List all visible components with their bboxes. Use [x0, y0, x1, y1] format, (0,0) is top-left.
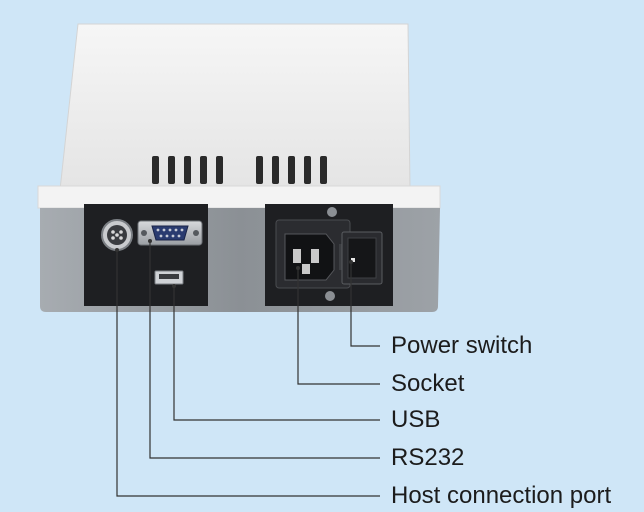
rs232-connector — [137, 220, 203, 246]
leader-power-switch — [350, 262, 380, 347]
vent-slots — [152, 156, 327, 184]
label-usb: USB — [391, 406, 441, 433]
housing-top — [59, 23, 411, 191]
host-connector — [101, 219, 133, 251]
leader-host-port — [116, 250, 380, 497]
leader-rs232 — [149, 241, 380, 459]
io-panel — [84, 204, 208, 306]
power-socket — [275, 207, 351, 301]
leader-usb — [173, 286, 380, 421]
usb-connector — [154, 270, 184, 285]
leader-socket — [297, 268, 380, 385]
label-rs232: RS232 — [391, 444, 465, 471]
label-host-port: Host connection port — [391, 482, 612, 509]
leader-lines — [116, 241, 380, 497]
power-switch — [341, 231, 383, 285]
label-power-switch: Power switch — [391, 332, 533, 359]
label-socket: Socket — [391, 370, 465, 397]
